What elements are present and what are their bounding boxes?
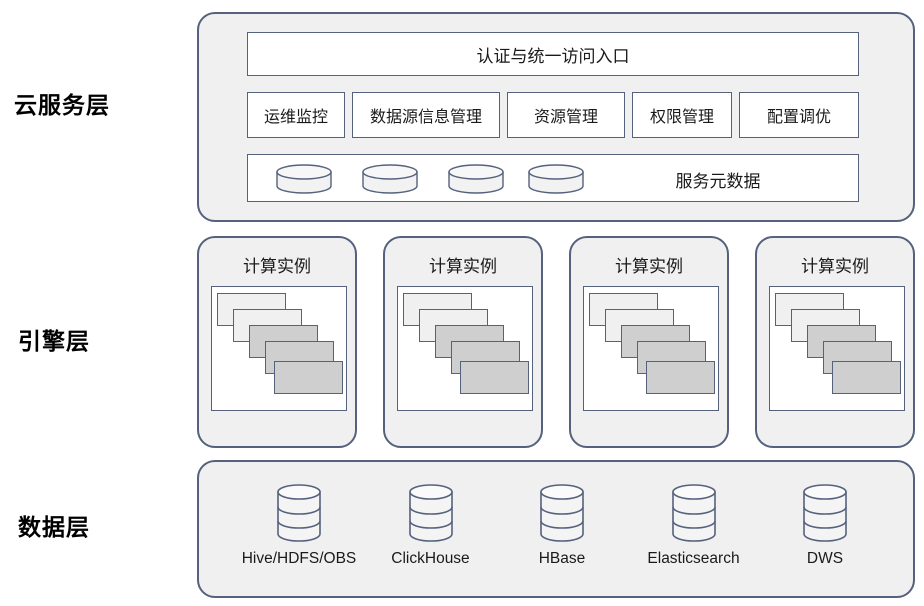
compute-instance-title: 计算实例	[429, 257, 497, 276]
service-box-permission-mgmt[interactable]: 权限管理	[632, 92, 732, 138]
compute-instance-card[interactable]: 计算实例	[197, 236, 357, 448]
service-box-config-tuning[interactable]: 配置调优	[739, 92, 859, 138]
service-metadata-bar: 服务元数据	[247, 154, 859, 202]
stack-rect	[460, 361, 529, 394]
compute-instance-card[interactable]: 计算实例	[569, 236, 729, 448]
database-cylinder-icon	[802, 484, 848, 542]
service-box-resource-mgmt[interactable]: 资源管理	[507, 92, 625, 138]
database-cylinder-icon	[276, 484, 322, 542]
compute-instance-card[interactable]: 计算实例	[383, 236, 543, 448]
database-cylinder-icon	[408, 484, 454, 542]
data-store-item[interactable]: DWS	[761, 484, 889, 568]
data-store-label: Elasticsearch	[647, 550, 740, 567]
data-store-item[interactable]: Elasticsearch	[630, 484, 758, 568]
layer-label-cloud-service: 云服务层	[14, 92, 110, 118]
data-store-item[interactable]: ClickHouse	[367, 484, 495, 568]
engine-layer-group: 计算实例 计算实例 计算实例 计算实例	[197, 236, 915, 448]
database-cylinder-icon	[671, 484, 717, 542]
stack-rect	[274, 361, 343, 394]
cloud-service-layer-panel: 认证与统一访问入口 运维监控 数据源信息管理 资源管理 权限管理 配置调优	[197, 12, 915, 222]
metadata-cylinder-icon	[448, 164, 504, 194]
data-store-item[interactable]: HBase	[498, 484, 626, 568]
layer-label-data: 数据层	[18, 514, 90, 540]
compute-instance-title: 计算实例	[615, 257, 683, 276]
data-store-item[interactable]: Hive/HDFS/OBS	[235, 484, 363, 568]
service-box-datasource-info-mgmt[interactable]: 数据源信息管理	[352, 92, 500, 138]
metadata-cylinder-icon	[362, 164, 418, 194]
compute-instance-card[interactable]: 计算实例	[755, 236, 915, 448]
compute-instance-stack-container	[769, 286, 905, 411]
data-store-list: Hive/HDFS/OBS ClickHouse	[235, 484, 889, 584]
layer-label-engine: 引擎层	[18, 328, 90, 354]
data-store-label: DWS	[806, 550, 844, 567]
stack-rect	[832, 361, 901, 394]
compute-instance-stack-container	[397, 286, 533, 411]
compute-instance-stack-container	[583, 286, 719, 411]
auth-unified-access-box[interactable]: 认证与统一访问入口	[247, 32, 859, 76]
stack-rect	[646, 361, 715, 394]
compute-instance-title: 计算实例	[801, 257, 869, 276]
service-box-ops-monitoring[interactable]: 运维监控	[247, 92, 345, 138]
service-modules-row: 运维监控 数据源信息管理 资源管理 权限管理 配置调优	[247, 92, 859, 138]
data-store-label: Hive/HDFS/OBS	[241, 550, 357, 567]
compute-instance-stack-container	[211, 286, 347, 411]
metadata-cylinder-icon	[276, 164, 332, 194]
data-layer-panel: Hive/HDFS/OBS ClickHouse	[197, 460, 915, 598]
data-store-label: HBase	[538, 550, 586, 567]
database-cylinder-icon	[539, 484, 585, 542]
service-metadata-label: 服务元数据	[675, 171, 761, 191]
data-store-label: ClickHouse	[391, 550, 470, 567]
metadata-cylinder-icon	[528, 164, 584, 194]
compute-instance-title: 计算实例	[243, 257, 311, 276]
